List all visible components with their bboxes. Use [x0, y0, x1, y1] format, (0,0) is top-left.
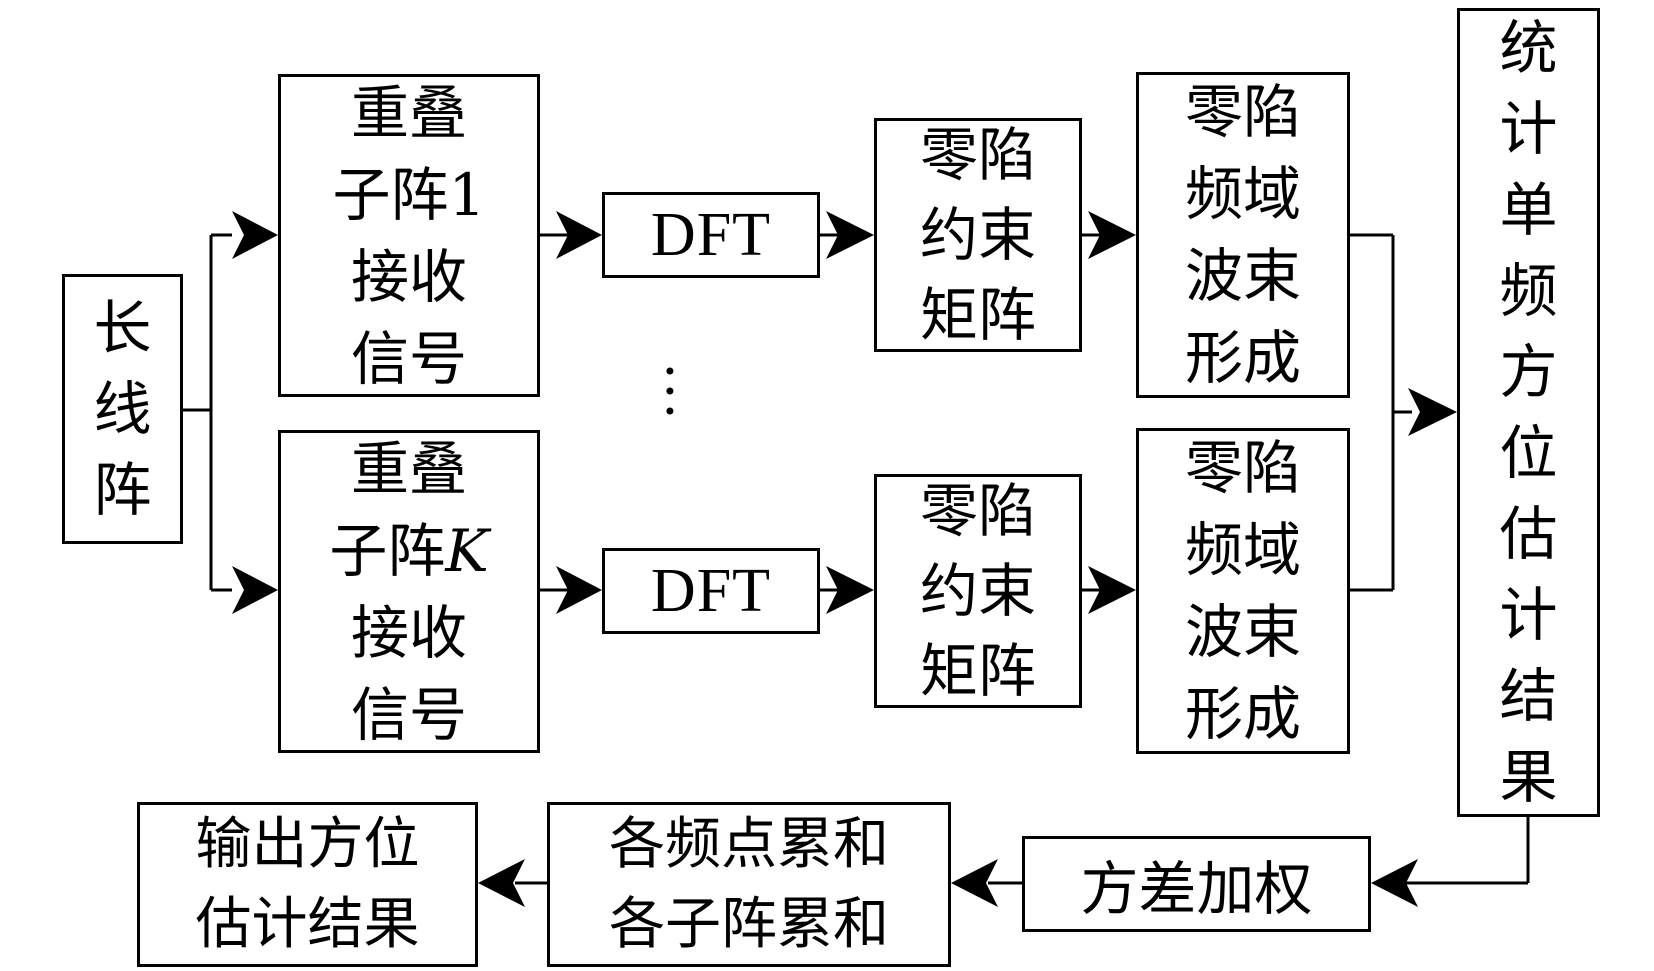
matrix-k-line: 约束 — [919, 557, 1036, 625]
subarray-1-signal-line: 信号 — [350, 324, 467, 393]
long-array-box: 长线阵 — [62, 274, 183, 544]
arrowhead-to-matrixk — [826, 566, 874, 614]
null-constraint-matrix-box-1: 零陷 约束 矩阵 — [874, 118, 1082, 352]
dft-label-1: DFT — [650, 200, 772, 269]
arrowhead-to-accumulate — [951, 859, 998, 907]
beamforming-box-1: 零陷 频域 波束 形成 — [1136, 72, 1350, 398]
subarray-1-signal-line: 接收 — [350, 242, 467, 311]
matrix-1-line: 零陷 — [919, 121, 1036, 189]
arrowhead-to-matrix1 — [826, 211, 874, 259]
subarray-index-k: K — [445, 516, 489, 585]
accumulate-line: 各频点累和 — [609, 811, 889, 877]
matrix-1-line: 约束 — [919, 201, 1036, 269]
subarray-k-signal-line: 接收 — [350, 598, 467, 667]
arrowhead-to-beamk — [1088, 566, 1136, 614]
subarray-k-signal-line: 信号 — [350, 680, 467, 749]
dft-box-1: DFT — [602, 192, 820, 278]
accumulate-line: 各子阵累和 — [609, 891, 889, 957]
dft-box-k: DFT — [602, 548, 820, 634]
output-line: 估计结果 — [195, 891, 420, 957]
long-array-label: 长线阵 — [93, 293, 152, 524]
beamforming-box-k: 零陷 频域 波束 形成 — [1136, 428, 1350, 754]
arrowhead-to-beam1 — [1088, 211, 1136, 259]
null-constraint-matrix-box-k: 零陷 约束 矩阵 — [874, 474, 1082, 708]
arrowhead-to-dft1 — [556, 211, 602, 259]
dft-label-k: DFT — [650, 556, 772, 625]
subarray-k-signal-box: 重叠 子阵K 接收 信号 — [278, 430, 540, 753]
variance-weighting-box: 方差加权 — [1022, 836, 1371, 932]
arrowhead-to-dftk — [556, 566, 602, 614]
output-line: 输出方位 — [195, 811, 420, 877]
ellipsis: · · · — [661, 340, 679, 443]
beam-k-line: 零陷 — [1184, 434, 1301, 502]
beam-k-line: 频域 — [1184, 516, 1301, 584]
accumulate-box: 各频点累和 各子阵累和 — [547, 802, 951, 967]
beam-1-line: 形成 — [1184, 324, 1301, 392]
subarray-1-signal-box: 重叠 子阵1 接收 信号 — [278, 74, 540, 397]
beam-1-line: 零陷 — [1184, 78, 1301, 146]
output-box: 输出方位 估计结果 — [137, 802, 478, 967]
arrowhead-to-statistics — [1408, 388, 1457, 436]
arrowhead-to-weighting — [1371, 859, 1418, 907]
variance-weighting-label: 方差加权 — [1080, 855, 1313, 923]
matrix-k-line: 矩阵 — [919, 637, 1036, 705]
beam-1-line: 频域 — [1184, 160, 1301, 228]
beam-1-line: 波束 — [1184, 242, 1301, 310]
subarray-1-signal-line: 子阵1 — [332, 160, 486, 229]
matrix-k-line: 零陷 — [919, 477, 1036, 545]
matrix-1-line: 矩阵 — [919, 281, 1036, 349]
statistics-box: 统计单频方位估计结果 — [1457, 8, 1600, 817]
arrowhead-to-signal1 — [232, 211, 278, 259]
arrowhead-to-signalk — [232, 566, 278, 614]
beam-k-line: 形成 — [1184, 680, 1301, 748]
subarray-1-signal-line: 重叠 — [350, 78, 467, 147]
subarray-k-signal-line: 子阵K — [329, 516, 489, 585]
statistics-label: 统计单频方位估计结果 — [1499, 13, 1558, 811]
subarray-k-signal-line: 重叠 — [350, 434, 467, 503]
arrowhead-to-output — [478, 859, 525, 907]
beam-k-line: 波束 — [1184, 598, 1301, 666]
